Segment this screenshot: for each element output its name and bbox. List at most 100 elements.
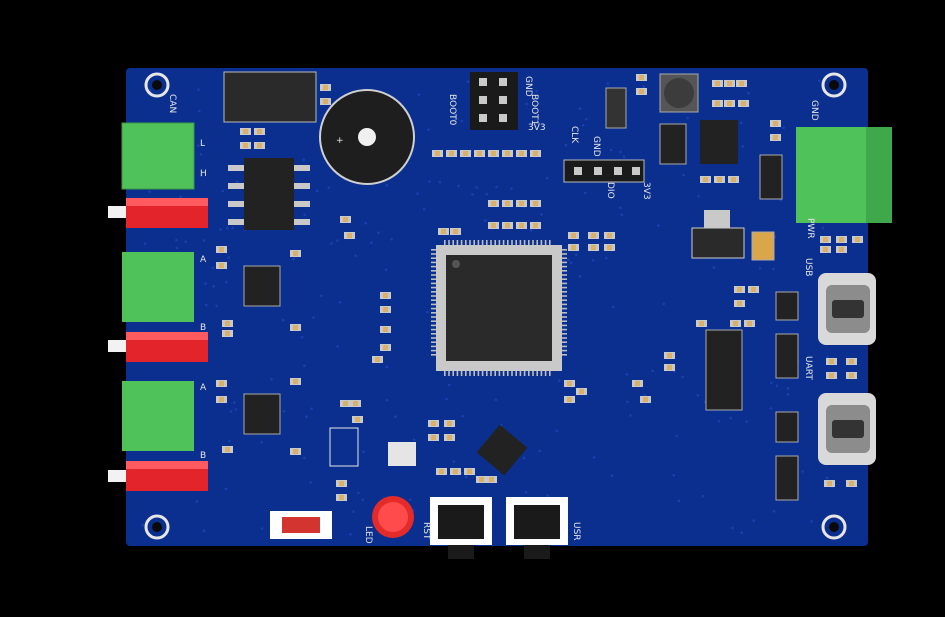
label-clk: CLK xyxy=(569,126,579,144)
via xyxy=(377,231,380,234)
mcu-pin xyxy=(481,240,484,245)
smd-body xyxy=(505,223,510,228)
mcu-pin xyxy=(431,286,436,289)
mcu-pin xyxy=(469,240,471,245)
mcu-pin xyxy=(490,240,492,245)
mcu-pin xyxy=(562,286,567,289)
mcu-pin xyxy=(544,240,547,245)
via xyxy=(197,88,200,91)
label-can: CAN xyxy=(167,94,177,113)
via xyxy=(662,302,665,306)
via xyxy=(412,438,416,442)
mcu-pin xyxy=(540,371,543,376)
mcu-pin xyxy=(502,371,505,376)
mcu-pin xyxy=(431,354,436,356)
can-terminal-block xyxy=(121,122,195,190)
mcu-pin xyxy=(431,253,436,255)
via xyxy=(651,369,654,373)
via xyxy=(681,375,684,379)
via xyxy=(697,195,700,198)
mcu-pin xyxy=(562,270,567,272)
smd-body xyxy=(355,417,360,422)
mcu-pin xyxy=(502,240,505,245)
via xyxy=(385,184,389,187)
via xyxy=(175,246,179,250)
smd-body xyxy=(751,287,756,292)
via xyxy=(211,266,215,270)
via xyxy=(310,407,313,411)
label-3v3-swd: 3V3 xyxy=(641,182,651,200)
via xyxy=(740,531,743,534)
via xyxy=(417,93,421,96)
mcu-pin xyxy=(562,274,567,276)
mcu-pin xyxy=(549,371,551,376)
mcu-pin xyxy=(431,257,436,259)
mcu-pin xyxy=(431,324,436,327)
via xyxy=(438,181,442,184)
via xyxy=(179,195,182,199)
via xyxy=(202,529,206,532)
via xyxy=(741,145,745,148)
uart-usb-c-port xyxy=(818,393,876,465)
smd-body xyxy=(591,245,596,250)
via xyxy=(184,240,188,244)
via xyxy=(423,207,426,211)
smd-body xyxy=(699,321,704,326)
mcu-pin xyxy=(431,316,436,318)
via xyxy=(199,152,203,156)
via xyxy=(629,414,632,417)
smd-body xyxy=(323,99,328,104)
jumper-red-2 xyxy=(108,332,208,362)
via xyxy=(370,241,373,244)
via xyxy=(312,316,315,319)
via xyxy=(352,510,355,513)
smd-body xyxy=(727,81,732,86)
smd-body xyxy=(533,151,538,156)
via xyxy=(426,310,429,314)
smd-body xyxy=(467,469,472,474)
user-button[interactable] xyxy=(506,497,568,559)
via xyxy=(454,117,457,121)
via xyxy=(219,228,222,231)
via xyxy=(740,121,743,125)
mcu-pin xyxy=(562,349,567,352)
via xyxy=(494,398,498,402)
reset-button[interactable] xyxy=(430,497,492,559)
smd-body xyxy=(431,435,436,440)
buzzer-icon: + xyxy=(319,89,415,185)
smd-body xyxy=(703,177,708,182)
via xyxy=(175,238,178,242)
mcu-pin xyxy=(431,341,436,343)
via xyxy=(148,190,151,193)
smd-body xyxy=(435,151,440,156)
smd-body xyxy=(827,481,832,486)
via xyxy=(712,266,716,269)
via xyxy=(384,268,388,272)
via xyxy=(770,381,773,385)
via xyxy=(198,109,201,113)
via xyxy=(227,256,230,259)
via xyxy=(782,126,785,129)
via xyxy=(390,238,393,241)
jumper-red-1 xyxy=(108,198,208,228)
label-can-h: H xyxy=(200,169,207,179)
smd-body xyxy=(339,495,344,500)
label-boot1: BOOT1 xyxy=(529,94,539,125)
via xyxy=(540,213,543,216)
mcu-pin xyxy=(523,371,526,376)
smd-body xyxy=(737,287,742,292)
via xyxy=(522,456,526,460)
smd-body xyxy=(717,177,722,182)
smd-body xyxy=(343,217,348,222)
mcu-pin xyxy=(494,240,496,245)
mcu-pin xyxy=(562,324,567,327)
smd-body xyxy=(505,201,510,206)
via xyxy=(354,254,357,258)
smd-body xyxy=(643,397,648,402)
via xyxy=(233,401,236,404)
via xyxy=(677,499,681,503)
via xyxy=(525,102,528,106)
smd-body xyxy=(747,321,752,326)
mcu-pin xyxy=(494,371,496,376)
mcu-pin xyxy=(452,240,454,245)
